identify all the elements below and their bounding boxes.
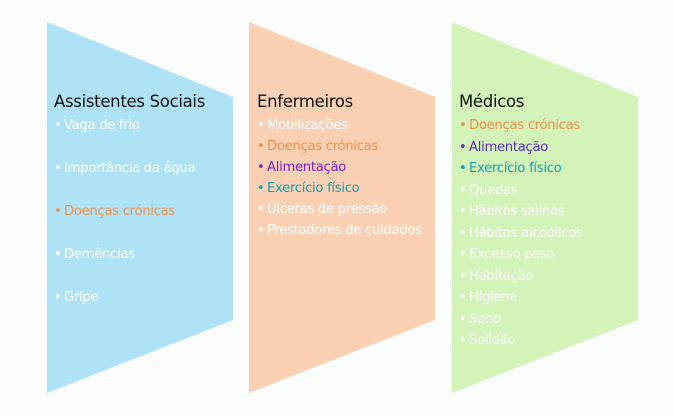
list-item: Úlceras de pressão bbox=[257, 199, 447, 220]
list-item: Gripe bbox=[54, 287, 244, 309]
item-list: MobilizaçõesDoenças crónicasAlimentaçãoE… bbox=[257, 115, 447, 241]
panel-assistentes-sociais: Assistentes Sociais Vaga de frioImportân… bbox=[54, 92, 244, 330]
list-item: Hábitos alcoólicos bbox=[459, 223, 649, 245]
list-item: Alimentação bbox=[257, 157, 447, 178]
list-item: Demências bbox=[54, 244, 244, 266]
list-item: Exercício físico bbox=[459, 158, 649, 180]
list-item: Solidão bbox=[459, 330, 649, 352]
list-item: Importância da água bbox=[54, 158, 244, 180]
list-item: Quedas bbox=[459, 180, 649, 202]
list-item: Exercício físico bbox=[257, 178, 447, 199]
item-list: Doenças crónicasAlimentaçãoExercício fís… bbox=[459, 115, 649, 352]
list-item: Higiene bbox=[459, 287, 649, 309]
item-list: Vaga de frioImportância da águaDoenças c… bbox=[54, 115, 244, 309]
list-item: Hábitos salinos bbox=[459, 201, 649, 223]
panel-enfermeiros: Enfermeiros MobilizaçõesDoenças crónicas… bbox=[257, 92, 447, 241]
list-item: Doenças crónicas bbox=[54, 201, 244, 223]
list-item: Mobilizações bbox=[257, 115, 447, 136]
list-item: Prestadores de cuidados bbox=[257, 220, 447, 241]
list-item: Alimentação bbox=[459, 137, 649, 159]
list-item: Doenças crónicas bbox=[257, 136, 447, 157]
panel-title: Assistentes Sociais bbox=[54, 92, 206, 111]
list-item: Sono bbox=[459, 309, 649, 331]
panel-title: Médicos bbox=[459, 92, 525, 111]
list-item: Vaga de frio bbox=[54, 115, 244, 137]
list-item: Doenças crónicas bbox=[459, 115, 649, 137]
panel-title: Enfermeiros bbox=[257, 92, 353, 111]
list-item: Excesso peso bbox=[459, 244, 649, 266]
panel-medicos: Médicos Doenças crónicasAlimentaçãoExerc… bbox=[459, 92, 649, 352]
list-item: Habitação bbox=[459, 266, 649, 288]
